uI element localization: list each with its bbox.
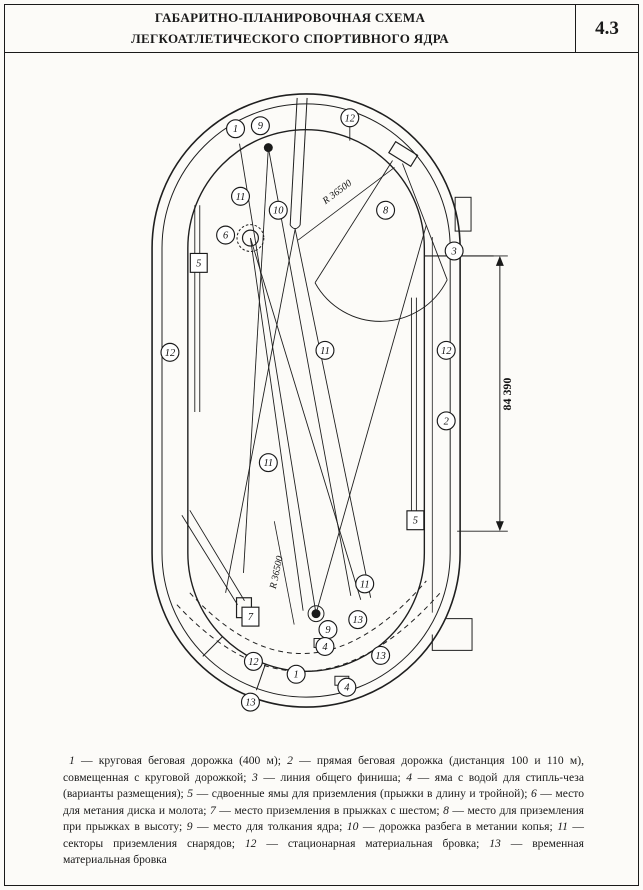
svg-text:1: 1	[294, 669, 299, 680]
legend-item-number: 4	[406, 770, 413, 784]
svg-text:12: 12	[248, 656, 258, 667]
svg-text:13: 13	[375, 650, 385, 661]
page-title: ГАБАРИТНО-ПЛАНИРОВОЧНАЯ СХЕМА ЛЕГКОАТЛЕТ…	[131, 8, 449, 48]
dashed-temporary-curb: R 36500	[176, 520, 441, 672]
legend-item-number: 6	[530, 787, 537, 801]
header: ГАБАРИТНО-ПЛАНИРОВОЧНАЯ СХЕМА ЛЕГКОАТЛЕТ…	[5, 5, 638, 53]
svg-text:11: 11	[236, 191, 246, 202]
callout-6: 6	[216, 225, 236, 245]
page-title-line1: ГАБАРИТНО-ПЛАНИРОВОЧНАЯ СХЕМА	[154, 10, 426, 26]
page-title-line2: ЛЕГКОАТЛЕТИЧЕСКОГО СПОРТИВНОГО ЯДРА	[131, 30, 449, 46]
running-track	[151, 92, 461, 708]
legend-item-number: 5	[187, 787, 194, 801]
callout-4: 4	[337, 677, 357, 697]
svg-text:5: 5	[196, 258, 201, 269]
legend-paragraph: 1 — круговая беговая дорожка (400 м); 2 …	[63, 754, 585, 867]
callout-11: 11	[315, 340, 335, 360]
svg-text:7: 7	[248, 612, 254, 623]
svg-text:3: 3	[451, 246, 457, 257]
radius-label-bottom: R 36500	[268, 555, 286, 591]
pole-vault-box	[181, 509, 253, 618]
legend-item-number: 12	[244, 836, 257, 850]
legend-item-number: 8	[443, 803, 449, 817]
shot-put-circle	[239, 142, 427, 622]
legend-item-number: 1	[69, 754, 75, 767]
svg-text:11: 11	[264, 458, 274, 469]
svg-text:6: 6	[223, 230, 229, 241]
section-number-box: 4.3	[575, 5, 638, 52]
legend-item-number: 9	[186, 820, 193, 834]
svg-text:12: 12	[165, 347, 175, 358]
stadium-diagram: R 36500	[151, 92, 514, 712]
section-number: 4.3	[595, 17, 619, 39]
svg-text:12: 12	[441, 345, 451, 356]
callout-7: 7	[241, 606, 260, 627]
dimension-label: 84 390	[500, 377, 514, 410]
callout-8: 8	[376, 200, 396, 220]
svg-text:4: 4	[344, 682, 349, 693]
legend-item-number: 3	[252, 770, 258, 784]
svg-text:5: 5	[413, 515, 418, 526]
sprint-straight	[202, 126, 494, 690]
callout-4: 4	[315, 636, 335, 656]
callout-1: 1	[286, 664, 306, 684]
callout-9: 9	[318, 619, 338, 639]
long-jump-runways	[194, 204, 417, 515]
dimension-line: 84 390	[457, 255, 514, 532]
svg-text:9: 9	[258, 121, 264, 132]
callout-10: 10	[268, 200, 288, 220]
callout-9: 9	[250, 115, 270, 135]
svg-text:12: 12	[345, 113, 355, 124]
radius-label-top: R 36500	[320, 177, 354, 206]
callout-12: 12	[243, 651, 263, 671]
svg-text:4: 4	[322, 642, 327, 653]
callout-13: 13	[348, 609, 368, 629]
legend-item-number: 13	[489, 836, 501, 850]
legend-item-number: 2	[287, 754, 293, 767]
svg-text:11: 11	[360, 579, 370, 590]
svg-text:2: 2	[444, 416, 449, 427]
svg-text:10: 10	[273, 205, 284, 216]
high-jump-mat	[388, 140, 419, 167]
svg-text:1: 1	[233, 124, 238, 135]
legend-item-number: 11	[557, 820, 568, 834]
svg-text:13: 13	[353, 615, 363, 626]
callout-3: 3	[444, 241, 464, 261]
callout-5: 5	[189, 252, 208, 273]
callout-11: 11	[230, 186, 251, 206]
callout-12: 12	[340, 107, 360, 127]
callout-2: 2	[436, 410, 456, 430]
legend-item-number: 7	[210, 803, 216, 817]
callout-13: 13	[240, 692, 260, 712]
diagram-area: R 36500	[5, 54, 638, 752]
svg-text:8: 8	[383, 205, 389, 216]
discus-circle	[236, 223, 362, 611]
callout-13: 13	[371, 645, 391, 665]
legend: 1 — круговая беговая дорожка (400 м); 2 …	[63, 753, 584, 869]
svg-text:9: 9	[325, 625, 331, 636]
javelin-runway	[225, 97, 372, 598]
svg-text:13: 13	[245, 697, 255, 708]
page-border: ГАБАРИТНО-ПЛАНИРОВОЧНАЯ СХЕМА ЛЕГКОАТЛЕТ…	[4, 4, 639, 886]
callout-1: 1	[226, 118, 246, 138]
legend-item-number: 10	[346, 820, 359, 834]
callout-5: 5	[406, 509, 425, 530]
callout-11: 11	[258, 452, 278, 472]
callout-11: 11	[355, 573, 375, 593]
svg-text:11: 11	[320, 345, 330, 356]
callout-12: 12	[436, 340, 456, 360]
callout-12: 12	[160, 342, 180, 362]
